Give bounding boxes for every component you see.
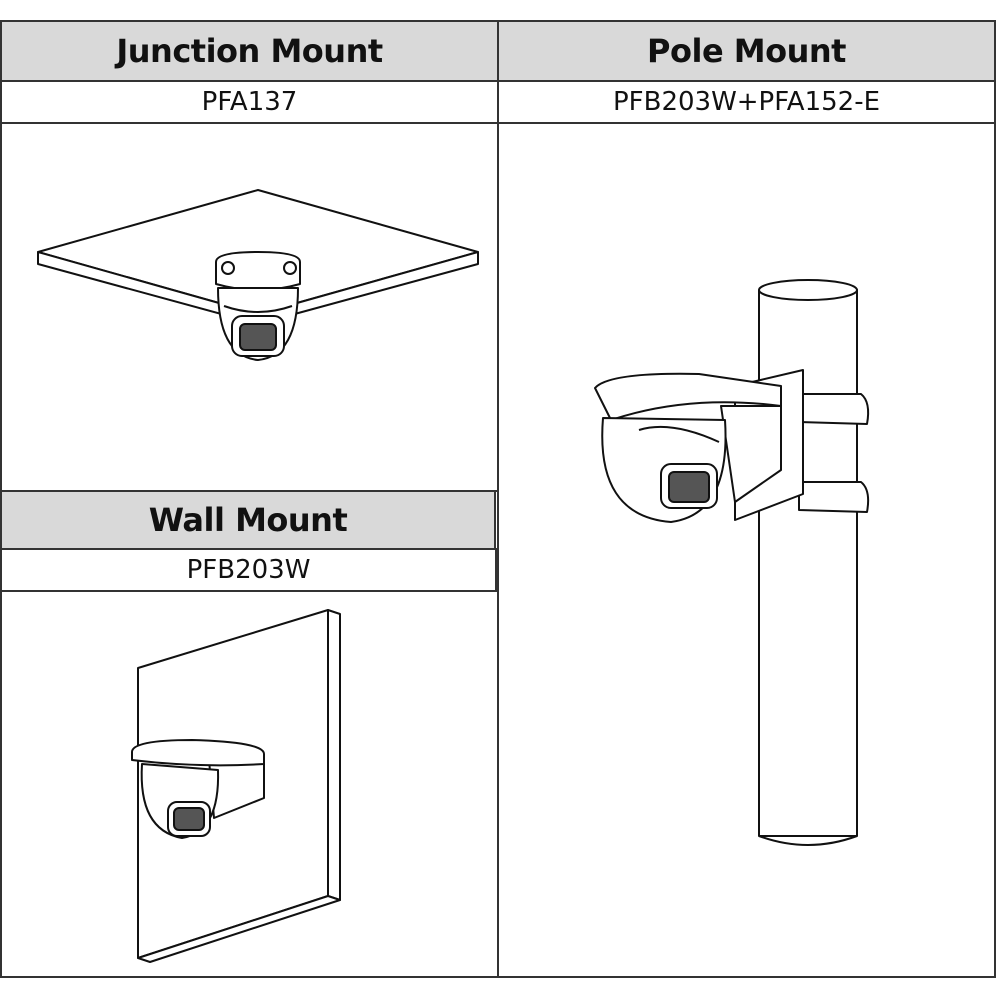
pole-clamp-lower [798, 481, 870, 513]
dome-ring [638, 425, 720, 443]
wall-mount-illustration [0, 590, 499, 978]
ceiling-camera-drawing [37, 189, 479, 361]
junction-mount-title: Junction Mount [0, 20, 499, 82]
wall-mount-model: PFB203W [0, 548, 497, 592]
wall-camera-drawing [131, 609, 341, 963]
pole-mount-model: PFB203W+PFA152-E [497, 80, 996, 124]
junction-screw-left [221, 261, 235, 275]
dome-ring [223, 305, 293, 313]
wall-panel-bottom-edge [137, 895, 341, 963]
wall-panel-edge [327, 609, 341, 901]
pole-mount-illustration [497, 122, 996, 978]
pole-clamp-upper [798, 393, 870, 425]
junction-mount-illustration [0, 122, 499, 492]
junction-screw-right [283, 261, 297, 275]
camera-lens [239, 323, 277, 351]
bracket-body [720, 405, 782, 503]
pole [758, 289, 858, 837]
camera-lens [668, 471, 710, 503]
wall-mount-title: Wall Mount [0, 490, 496, 550]
bracket-arm [131, 739, 265, 767]
pole-bottom [758, 835, 858, 846]
pole-top [758, 279, 858, 301]
pole-camera-drawing [594, 279, 870, 846]
camera-lens [173, 807, 205, 831]
junction-mount-model: PFA137 [0, 80, 499, 124]
pole-mount-title: Pole Mount [497, 20, 996, 82]
